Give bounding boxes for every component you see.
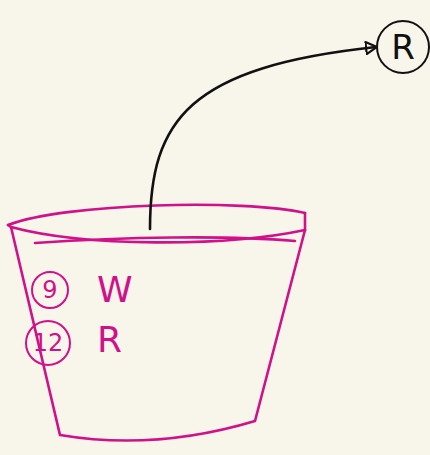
bowl: 9 12 [5,185,310,450]
bowl-stroke [8,205,305,225]
ball-circle: 12 [25,320,71,366]
bowl-stroke [11,227,305,441]
bowl-stroke [8,213,305,230]
draw-arrow [150,47,376,229]
ball-label: 12 [33,331,64,355]
bowl-stroke [11,227,305,242]
bowl-stroke [35,237,295,243]
ball-circle: R [376,20,430,74]
ball-label: R [391,30,415,64]
ball-circle: 9 [31,271,69,309]
bowl-outline [5,185,310,450]
color-letter: R [97,322,122,358]
color-letter: W [97,272,133,308]
ball-label: 9 [42,278,57,302]
